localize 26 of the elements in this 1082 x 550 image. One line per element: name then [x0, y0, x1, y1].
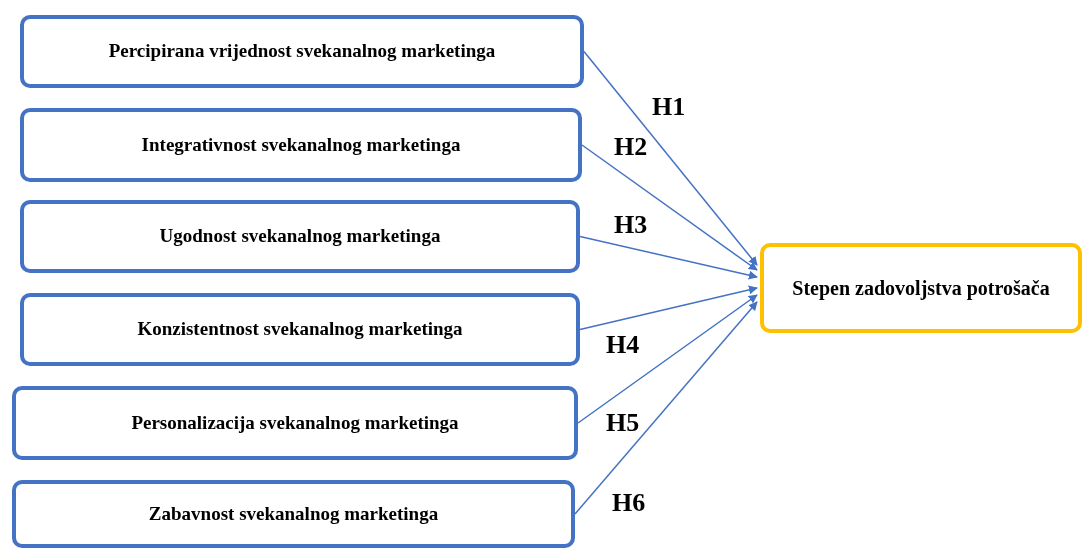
edge-label: H4 — [606, 330, 640, 360]
factor-box — [20, 108, 582, 182]
factor-box — [20, 200, 580, 273]
arrow — [583, 50, 758, 266]
edge-label: H2 — [614, 132, 648, 162]
arrow — [579, 285, 758, 331]
outcome-box — [760, 243, 1082, 333]
factor-box — [12, 386, 578, 460]
edge-label: H6 — [612, 488, 646, 518]
box-label: Stepen zadovoljstva potrošača — [792, 276, 1050, 300]
box-label: Ugodnost svekanalnog marketinga — [159, 225, 441, 248]
box-label: Integrativnost svekanalnog marketinga — [141, 133, 461, 157]
box-label: Zabavnost svekanalnog marketinga — [148, 502, 439, 526]
edge-label: H1 — [652, 92, 686, 122]
arrow — [574, 301, 758, 515]
box-label: Konzistentnost svekanalnog marketinga — [137, 318, 463, 341]
arrow — [581, 144, 758, 271]
factor-box — [12, 480, 575, 548]
arrow — [577, 294, 758, 424]
arrow — [579, 235, 758, 280]
box-label: Percipirana vrijednost svekanalnog marketinga — [108, 40, 496, 63]
edge-label: H5 — [606, 408, 640, 438]
box-label: Personalizacija svekanalnog marketinga — [131, 411, 459, 435]
edge-label: H3 — [614, 210, 648, 240]
factor-box — [20, 293, 580, 366]
factor-box — [20, 15, 584, 88]
